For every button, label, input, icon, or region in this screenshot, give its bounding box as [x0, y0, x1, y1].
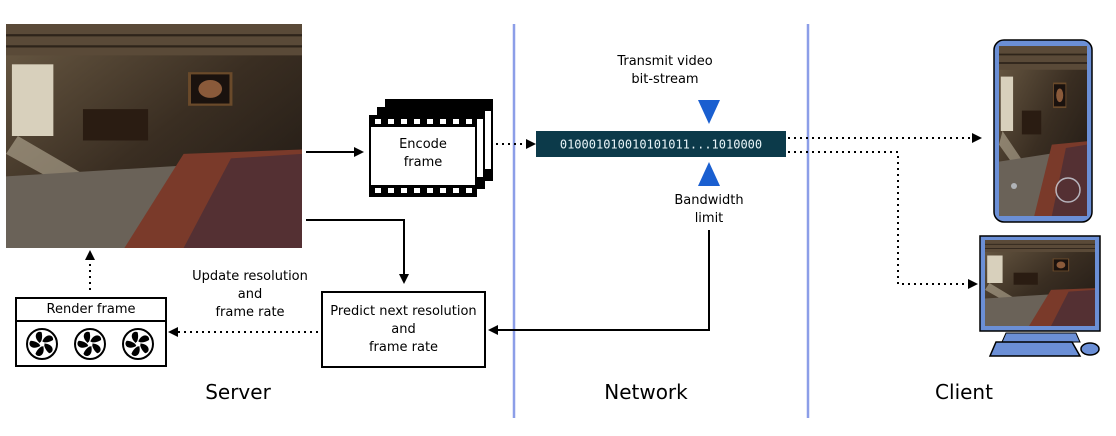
fan-icon: [122, 328, 154, 360]
update-resolution-label: Update resolution and frame rate: [192, 269, 308, 320]
network-section-label: Network: [604, 380, 688, 404]
bitstream-to-pc-arrow: [788, 151, 978, 289]
render-frame-label: Render frame: [46, 302, 136, 317]
fan-icon: [26, 328, 58, 360]
client-section-label: Client: [935, 380, 993, 404]
transmit-triangle-icon: [698, 100, 720, 124]
bandwidth-label: Bandwidth limit: [674, 193, 744, 226]
image-to-predict-arrow: [306, 219, 409, 284]
bandwidth-to-predict-arrow: [488, 230, 710, 335]
bitstream-bar: [536, 131, 786, 157]
encode-frame-stack: [369, 99, 493, 197]
server-section-label: Server: [205, 380, 271, 404]
fan-icon: [74, 328, 106, 360]
pc-device: [979, 235, 1101, 357]
render-frame-box: [15, 297, 167, 367]
bitstream-text: 010001010010101011...1010000: [560, 138, 762, 152]
predict-label: Predict next resolution and frame rate: [330, 304, 477, 355]
encode-frame-label: Encode frame: [399, 137, 447, 170]
phone-device: [993, 39, 1093, 223]
bandwidth-triangle-icon: [698, 162, 720, 186]
predict-box: [321, 291, 486, 368]
server-render-image: [4, 22, 304, 250]
transmit-label: Transmit video bit-stream: [617, 54, 713, 87]
